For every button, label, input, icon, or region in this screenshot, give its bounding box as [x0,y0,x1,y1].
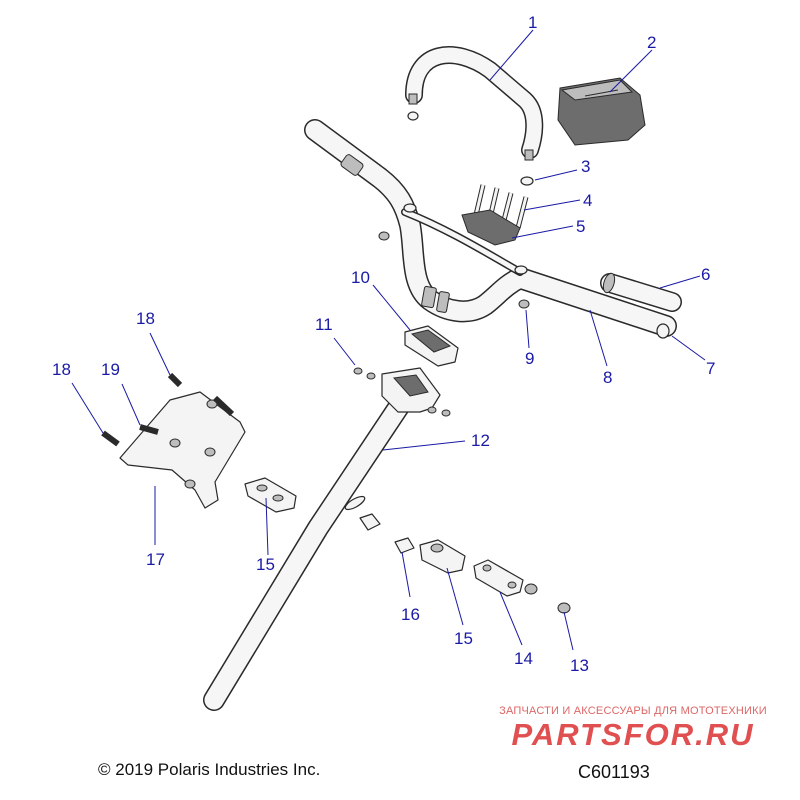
callout-13: 13 [570,656,589,675]
callout-6: 6 [701,265,710,284]
callout-18-top: 18 [136,309,155,328]
lower-clamp-drawing [404,325,459,367]
handlebar-drawing [304,119,677,337]
watermark-logo: PARTSFOR.RU [511,717,754,752]
callout-15-right: 15 [454,629,473,648]
callout-12: 12 [471,431,490,450]
watermark-tagline: ЗАПЧАСТИ И АКСЕССУАРЫ ДЛЯ МОТОТЕХНИКИ [499,705,767,717]
callout-19: 19 [101,360,120,379]
callout-8: 8 [603,368,612,387]
callout-11: 11 [315,315,333,334]
figure-id: C601193 [578,762,650,782]
copyright-notice: © 2019 Polaris Industries Inc. [98,760,321,779]
callout-9: 9 [525,349,534,368]
callout-4: 4 [583,191,592,210]
mounting-bracket-drawing [101,372,246,509]
steering-post-drawing [203,367,441,711]
callout-7: 7 [706,359,715,378]
callout-18-left: 18 [52,360,71,379]
callout-labels: 1 2 3 4 5 6 7 8 9 10 11 12 13 14 15 15 1… [52,13,715,675]
callout-5: 5 [576,217,585,236]
callout-14: 14 [514,649,533,668]
handlebar-cover-drawing [557,77,646,146]
callout-15-left: 15 [256,555,275,574]
callout-16: 16 [401,605,420,624]
callout-1: 1 [528,13,537,32]
leader-lines [71,29,706,651]
callout-10: 10 [351,268,370,287]
clamp-bolts-drawing [461,184,529,246]
watermark-logo-text: PARTSFOR.RU [511,717,754,752]
callout-17: 17 [146,550,165,569]
bushing-parts-drawing [244,477,524,597]
grab-handle-drawing [405,46,544,161]
hardware-drawing [353,176,571,614]
callout-2: 2 [647,33,656,52]
callout-3: 3 [581,157,590,176]
grip-drawing [600,272,682,339]
